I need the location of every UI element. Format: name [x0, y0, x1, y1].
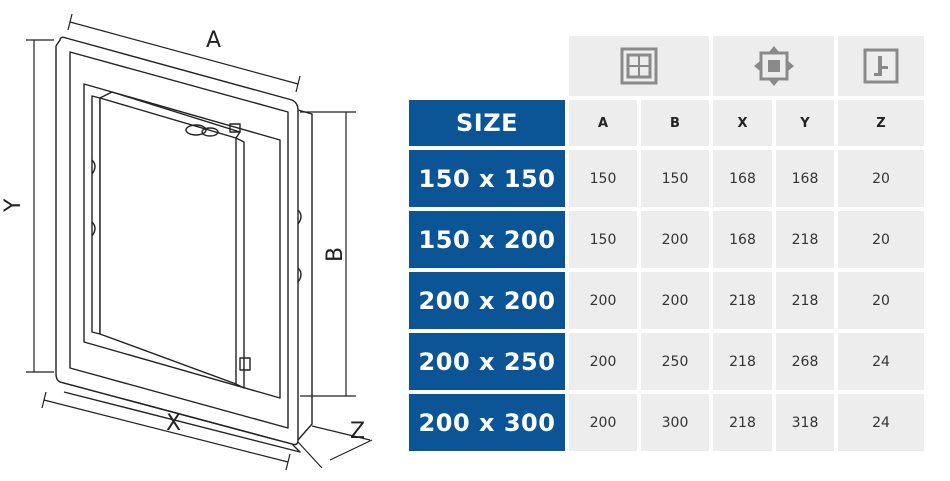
value-z: 20 [838, 272, 924, 329]
icon-cell-z [838, 36, 924, 96]
value-y: 218 [776, 272, 834, 329]
value-b: 200 [641, 272, 709, 329]
dimension-label-a: A [206, 28, 221, 53]
column-header-y: Y [776, 100, 834, 146]
value-a: 200 [569, 333, 637, 390]
value-y: 168 [776, 150, 834, 207]
size-cell: 150 x 150 [409, 150, 565, 207]
value-b: 300 [641, 394, 709, 451]
value-b: 150 [641, 150, 709, 207]
dimension-label-b: B [323, 247, 348, 262]
value-x: 218 [713, 394, 772, 451]
column-header-a: A [569, 100, 637, 146]
access-door-drawing: A Y B X Z [1, 13, 373, 471]
empty-corner-cell [409, 36, 565, 96]
table-row: 150 x 200 150 200 168 218 20 [409, 211, 924, 268]
value-y: 218 [776, 211, 834, 268]
value-x: 168 [713, 211, 772, 268]
icon-cell-xy [713, 36, 834, 96]
size-spec-table: SIZE A B X Y Z 150 x 150 150 150 168 168… [405, 32, 928, 455]
size-cell: 200 x 200 [409, 272, 565, 329]
value-x: 218 [713, 333, 772, 390]
size-cell: 200 x 250 [409, 333, 565, 390]
table-row: 200 x 250 200 250 218 268 24 [409, 333, 924, 390]
value-a: 200 [569, 394, 637, 451]
dimension-label-z: Z [350, 419, 365, 444]
icon-header-row [409, 36, 924, 96]
door-opening [83, 83, 281, 399]
size-header: SIZE [409, 100, 565, 146]
value-b: 200 [641, 211, 709, 268]
value-z: 24 [838, 333, 924, 390]
size-cell: 150 x 200 [409, 211, 565, 268]
column-header-z: Z [838, 100, 924, 146]
value-z: 20 [838, 211, 924, 268]
door-hatch-panel [99, 97, 237, 385]
frame-expand-icon [753, 46, 794, 86]
door-outer-frame [55, 36, 299, 446]
value-a: 200 [569, 272, 637, 329]
dimension-label-x: X [166, 411, 181, 436]
value-x: 168 [713, 150, 772, 207]
table-row: 150 x 150 150 150 168 168 20 [409, 150, 924, 207]
value-a: 150 [569, 211, 637, 268]
door-inner-frame [69, 51, 289, 429]
value-y: 268 [776, 333, 834, 390]
column-header-x: X [713, 100, 772, 146]
frame-square-icon [620, 47, 658, 85]
column-header-b: B [641, 100, 709, 146]
value-b: 250 [641, 333, 709, 390]
value-y: 318 [776, 394, 834, 451]
table-row: 200 x 200 200 200 218 218 20 [409, 272, 924, 329]
table-row: 200 x 300 200 300 218 318 24 [409, 394, 924, 451]
value-z: 24 [838, 394, 924, 451]
dimension-label-y: Y [1, 198, 26, 213]
value-a: 150 [569, 150, 637, 207]
value-x: 218 [713, 272, 772, 329]
icon-cell-ab [569, 36, 709, 96]
size-cell: 200 x 300 [409, 394, 565, 451]
frame-side-depth-icon [863, 48, 899, 84]
column-header-row: SIZE A B X Y Z [409, 100, 924, 146]
value-z: 20 [838, 150, 924, 207]
